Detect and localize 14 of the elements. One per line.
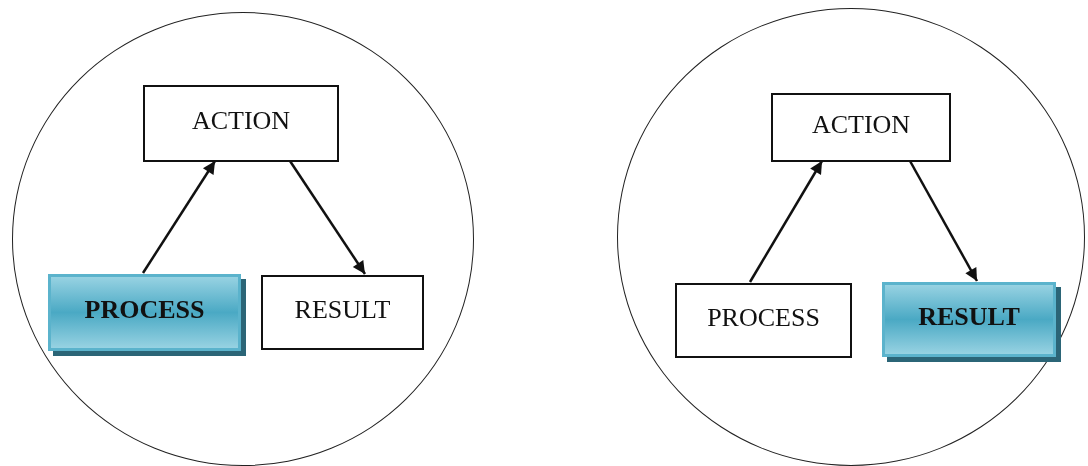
box-label: RESULT (294, 294, 391, 325)
box-label: ACTION (191, 105, 291, 136)
arrow (288, 160, 367, 275)
process-box (143, 85, 339, 162)
box-label: RESULT (918, 301, 1020, 332)
process-box (771, 93, 951, 162)
arrow (908, 160, 979, 282)
arrow (141, 160, 217, 274)
process-box (261, 275, 424, 350)
box-label: ACTION (811, 109, 911, 140)
process-box (675, 283, 852, 358)
box-label: PROCESS (84, 294, 205, 325)
arrow (748, 160, 824, 283)
box-label: PROCESS (707, 302, 820, 333)
